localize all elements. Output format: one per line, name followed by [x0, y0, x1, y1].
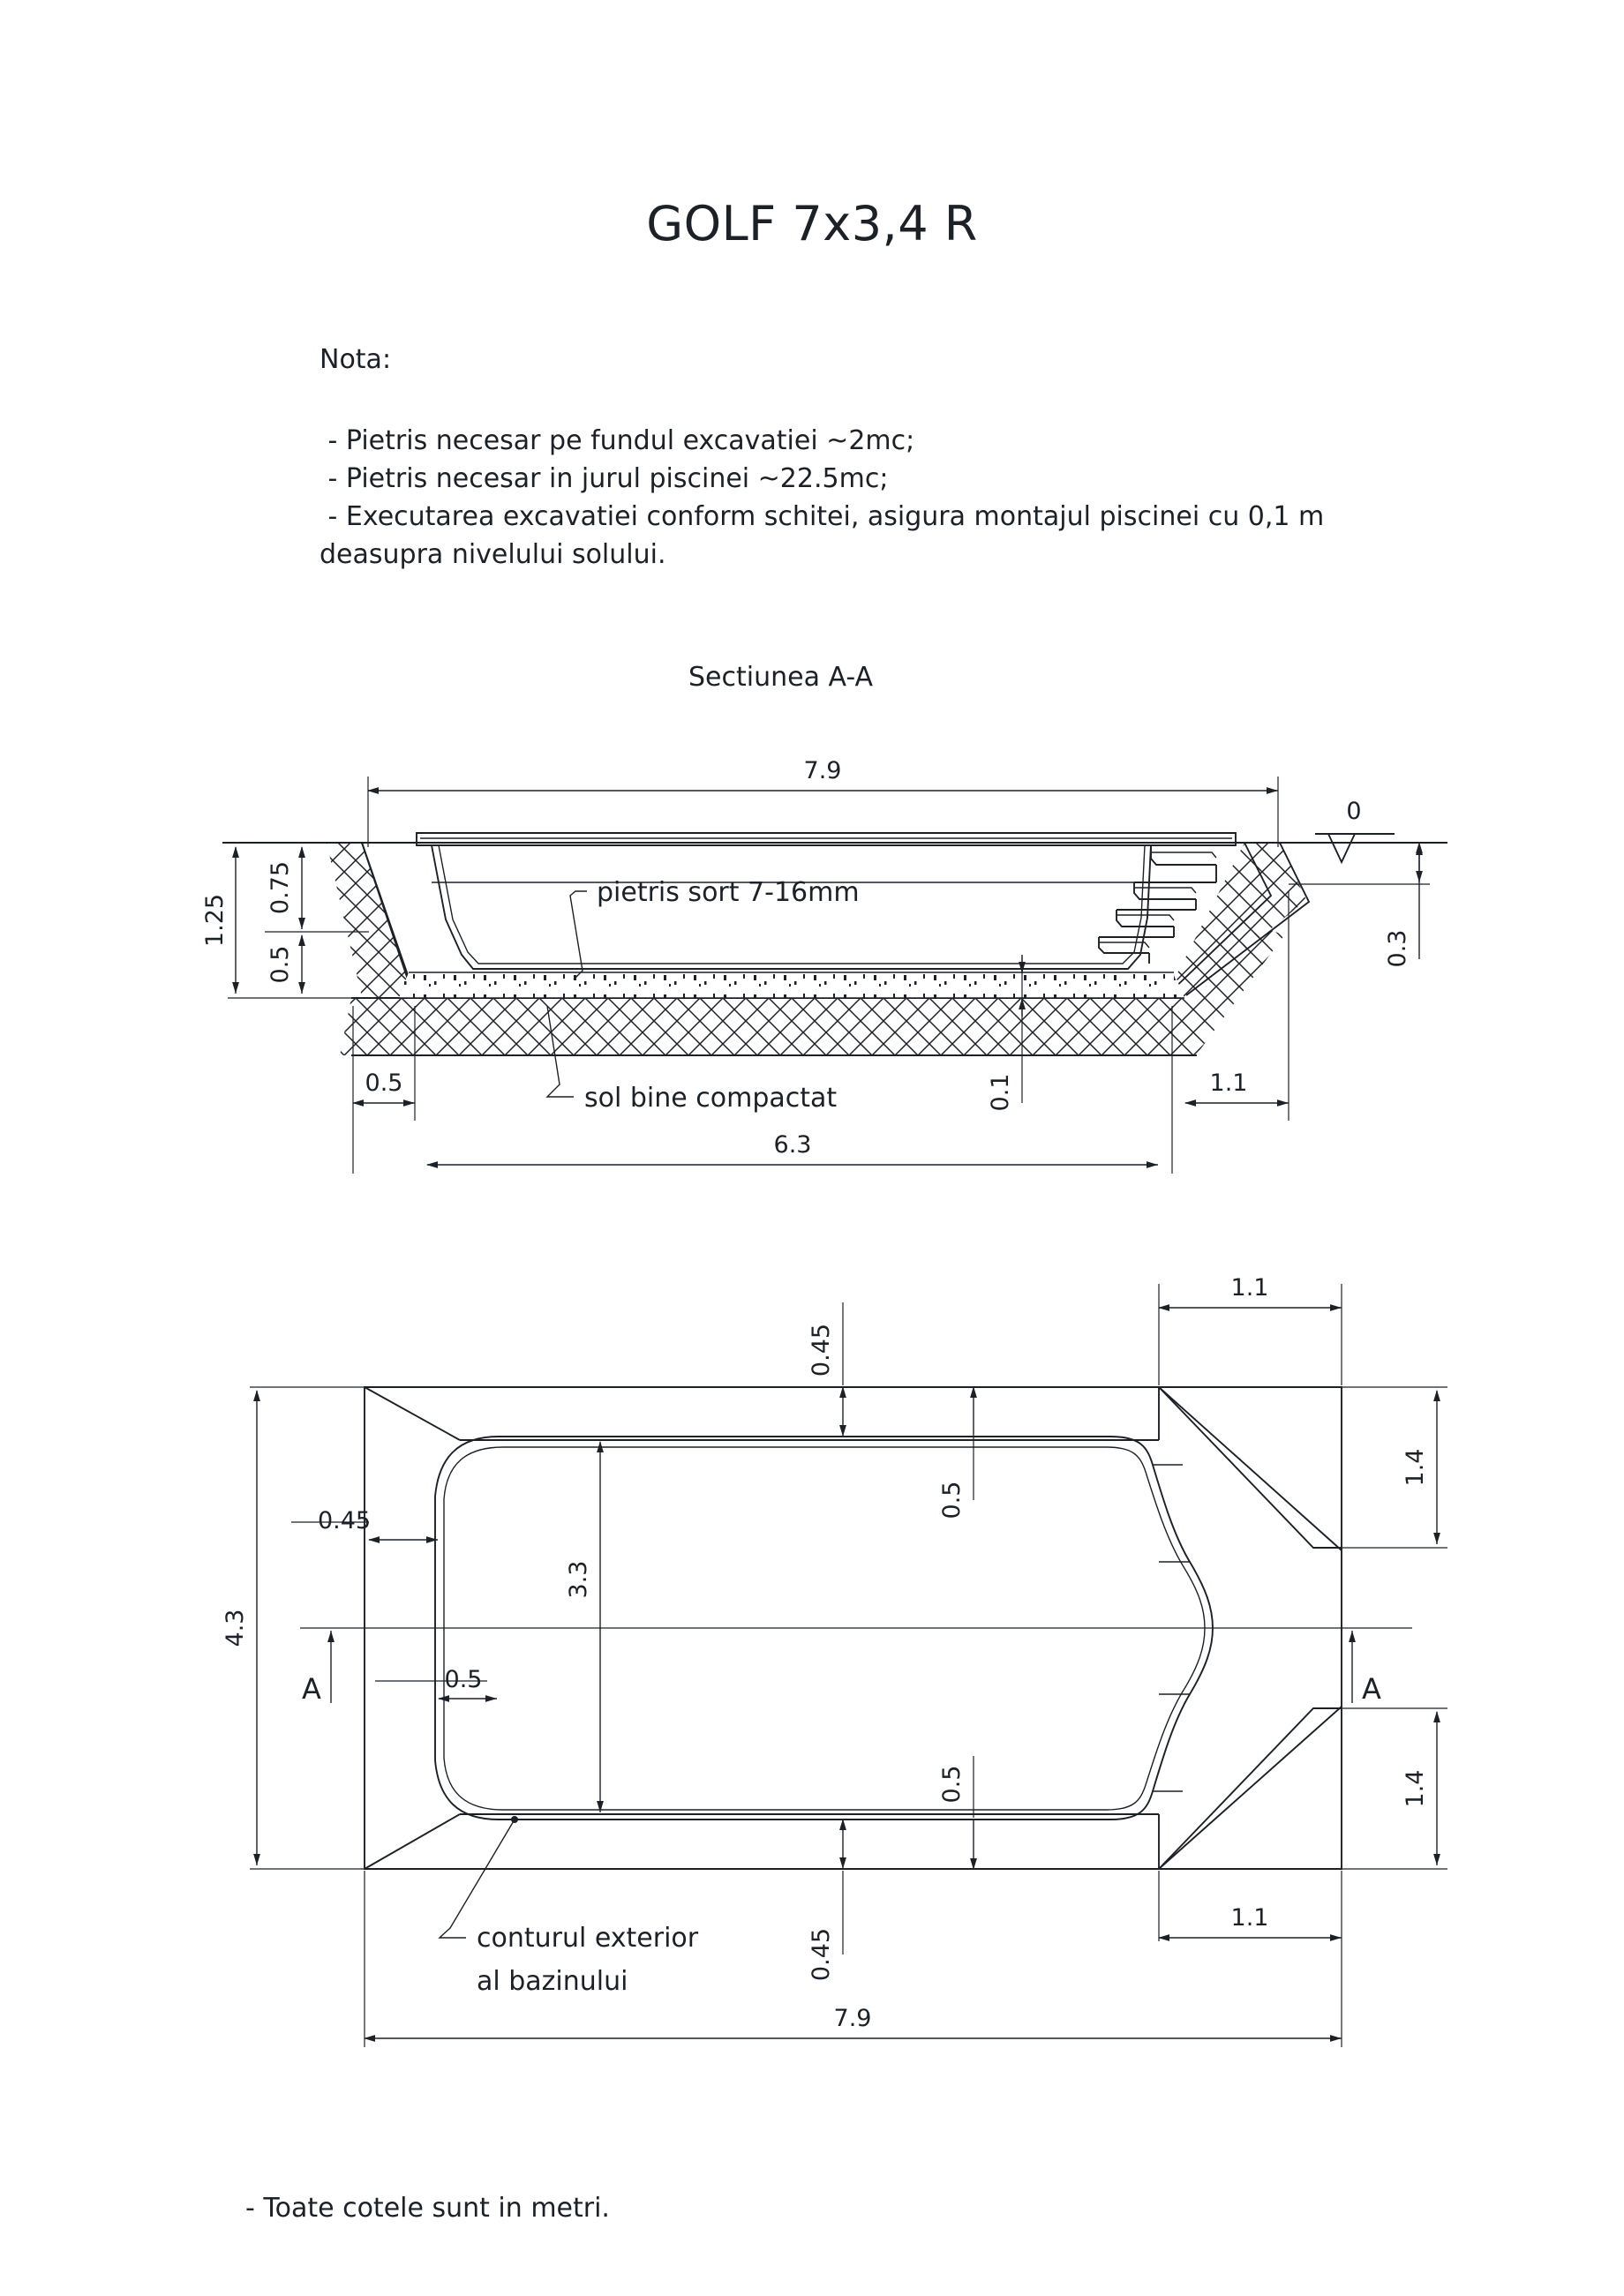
section-marker-left: A: [302, 1631, 335, 1706]
dim-value-0-75: 0.75: [267, 861, 294, 914]
dim-plan-bottom-clearance: 0.45: [808, 1819, 846, 1981]
section-caption: Sectiunea A-A: [688, 662, 874, 693]
ground-level-zero-label: 0: [1346, 798, 1361, 825]
ground-level-symbol: 0: [1315, 798, 1395, 865]
dim-bottom-width: 6.3: [426, 1131, 1158, 1168]
page-title: GOLF 7x3,4 R: [646, 196, 978, 251]
dim-value-0-5-plan-left: 0.5: [445, 1666, 483, 1693]
label-gravel: pietris sort 7-16mm: [597, 877, 860, 908]
dim-section-top-width: 7.9: [367, 757, 1279, 847]
gravel-leader: pietris sort 7-16mm: [569, 877, 860, 980]
footer-note: - Toate cotele sunt in metri.: [245, 2193, 610, 2224]
dim-plan-left-clearance-inner: 0.5: [375, 1666, 497, 1702]
dim-value-3-3: 3.3: [565, 1561, 592, 1599]
dim-value-0-5-left: 0.5: [365, 1069, 403, 1097]
note-heading: Nota:: [320, 344, 392, 375]
dim-value-0-45-bottom: 0.45: [808, 1928, 835, 1981]
dim-value-0-5-plan-bottom: 0.5: [938, 1766, 966, 1804]
dim-section-total-depth: 1.25: [201, 842, 369, 999]
outer-contour-leader: conturul exterior al bazinului: [438, 1816, 699, 1997]
dim-value-0-1: 0.1: [987, 1074, 1014, 1112]
label-compacted-soil: sol bine compactat: [584, 1083, 837, 1114]
dim-value-4-3: 4.3: [222, 1609, 249, 1647]
dim-value-0-5-plan-top: 0.5: [938, 1482, 966, 1519]
plan-pool-outer-contour: [434, 1436, 1214, 1820]
dim-right-offset: 1.1: [1171, 891, 1289, 1174]
pool-shell-section: [416, 832, 1237, 970]
dim-plan-taper-bottom: 1.4: [1342, 1707, 1447, 1870]
label-outer-contour-line1: conturul exterior: [477, 1923, 699, 1954]
dim-plan-pool-width: 3.3: [565, 1441, 604, 1812]
dim-value-1-4-bottom: 1.4: [1402, 1770, 1429, 1808]
dim-section-upper-depth: 0.75: [267, 846, 305, 929]
section-marker-right: A: [1349, 1631, 1381, 1706]
section-mark-right-label: A: [1362, 1672, 1381, 1706]
dim-plan-inner-offset-bottom: 0.5: [938, 1756, 977, 1870]
dim-plan-overall-width: 4.3: [222, 1386, 371, 1870]
dim-value-1-25: 1.25: [201, 894, 229, 947]
dim-value-7-9-plan: 7.9: [834, 2005, 872, 2032]
soil-leader: sol bine compactat: [545, 1005, 837, 1114]
dim-value-0-3: 0.3: [1384, 930, 1411, 968]
excavation-hatch: [327, 843, 1306, 1055]
label-outer-contour-line2: al bazinului: [477, 1966, 628, 1997]
dim-value-0-45-left: 0.45: [318, 1507, 371, 1534]
plan-corner-tapers: [364, 1386, 1342, 1870]
dim-value-1-1-bottom: 1.1: [1231, 1904, 1269, 1932]
dim-plan-corner-bottom: 1.1: [1158, 1871, 1342, 2047]
dim-value-1-1-top: 1.1: [1231, 1274, 1269, 1302]
dim-value-1-4-top: 1.4: [1402, 1449, 1429, 1487]
gravel-layer: [397, 971, 1184, 999]
dim-gravel-thickness: 0.1: [987, 955, 1026, 1112]
dim-value-0-5-vertical: 0.5: [267, 946, 294, 984]
dim-value-0-45-top: 0.45: [808, 1324, 835, 1377]
dim-plan-top-clearance: 0.45: [808, 1302, 846, 1437]
dim-plan-taper-top: 1.4: [1342, 1386, 1447, 1549]
section-mark-left-label: A: [302, 1672, 321, 1706]
note-body: - Pietris necesar pe fundul excavatiei ~…: [320, 425, 1325, 570]
dim-value-6-3: 6.3: [774, 1131, 812, 1159]
dim-plan-overall-length: 7.9: [364, 1871, 1342, 2047]
dim-plan-left-clearance-outer: 0.45: [291, 1507, 438, 1543]
dim-left-offset: 0.5: [352, 1006, 416, 1174]
dim-plan-corner-top: 1.1: [1158, 1274, 1342, 1385]
dim-value-7-9-top: 7.9: [804, 757, 842, 784]
dim-section-lower-depth: 0.5: [265, 931, 369, 994]
dim-plan-inner-offset-top: 0.5: [938, 1386, 977, 1519]
dim-value-1-1-section: 1.1: [1210, 1069, 1248, 1097]
